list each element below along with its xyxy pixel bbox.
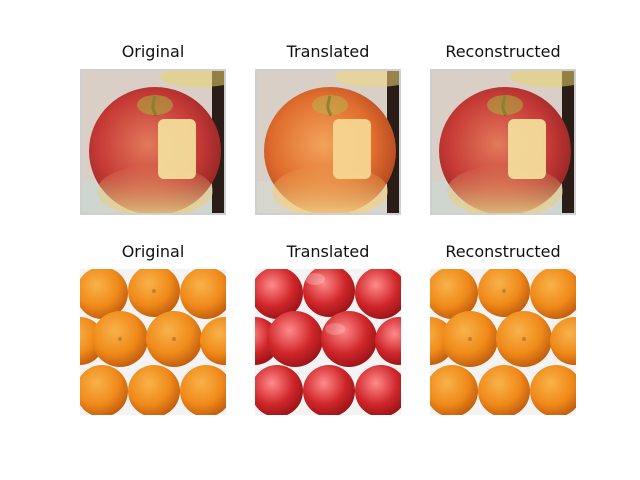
panel-title: Reconstructed [445,242,561,261]
panel-title: Translated [286,42,370,61]
panel-title: Original [121,242,185,261]
oranges-image-reconstructed [430,269,576,415]
apple-red-photo [82,71,224,213]
oranges-photo [430,269,576,415]
oranges-image-original [80,269,226,415]
apple-image-reconstructed [430,69,576,215]
panel-title: Translated [286,242,370,261]
apple-image-translated [255,69,401,215]
apple-orange-photo [257,71,399,213]
oranges-photo [80,269,226,415]
apple-red-photo [432,71,574,213]
apple-image-original [80,69,226,215]
red-fruit-photo [255,269,401,415]
panel-title: Reconstructed [445,42,561,61]
panel-title: Original [121,42,185,61]
oranges-image-translated [255,269,401,415]
